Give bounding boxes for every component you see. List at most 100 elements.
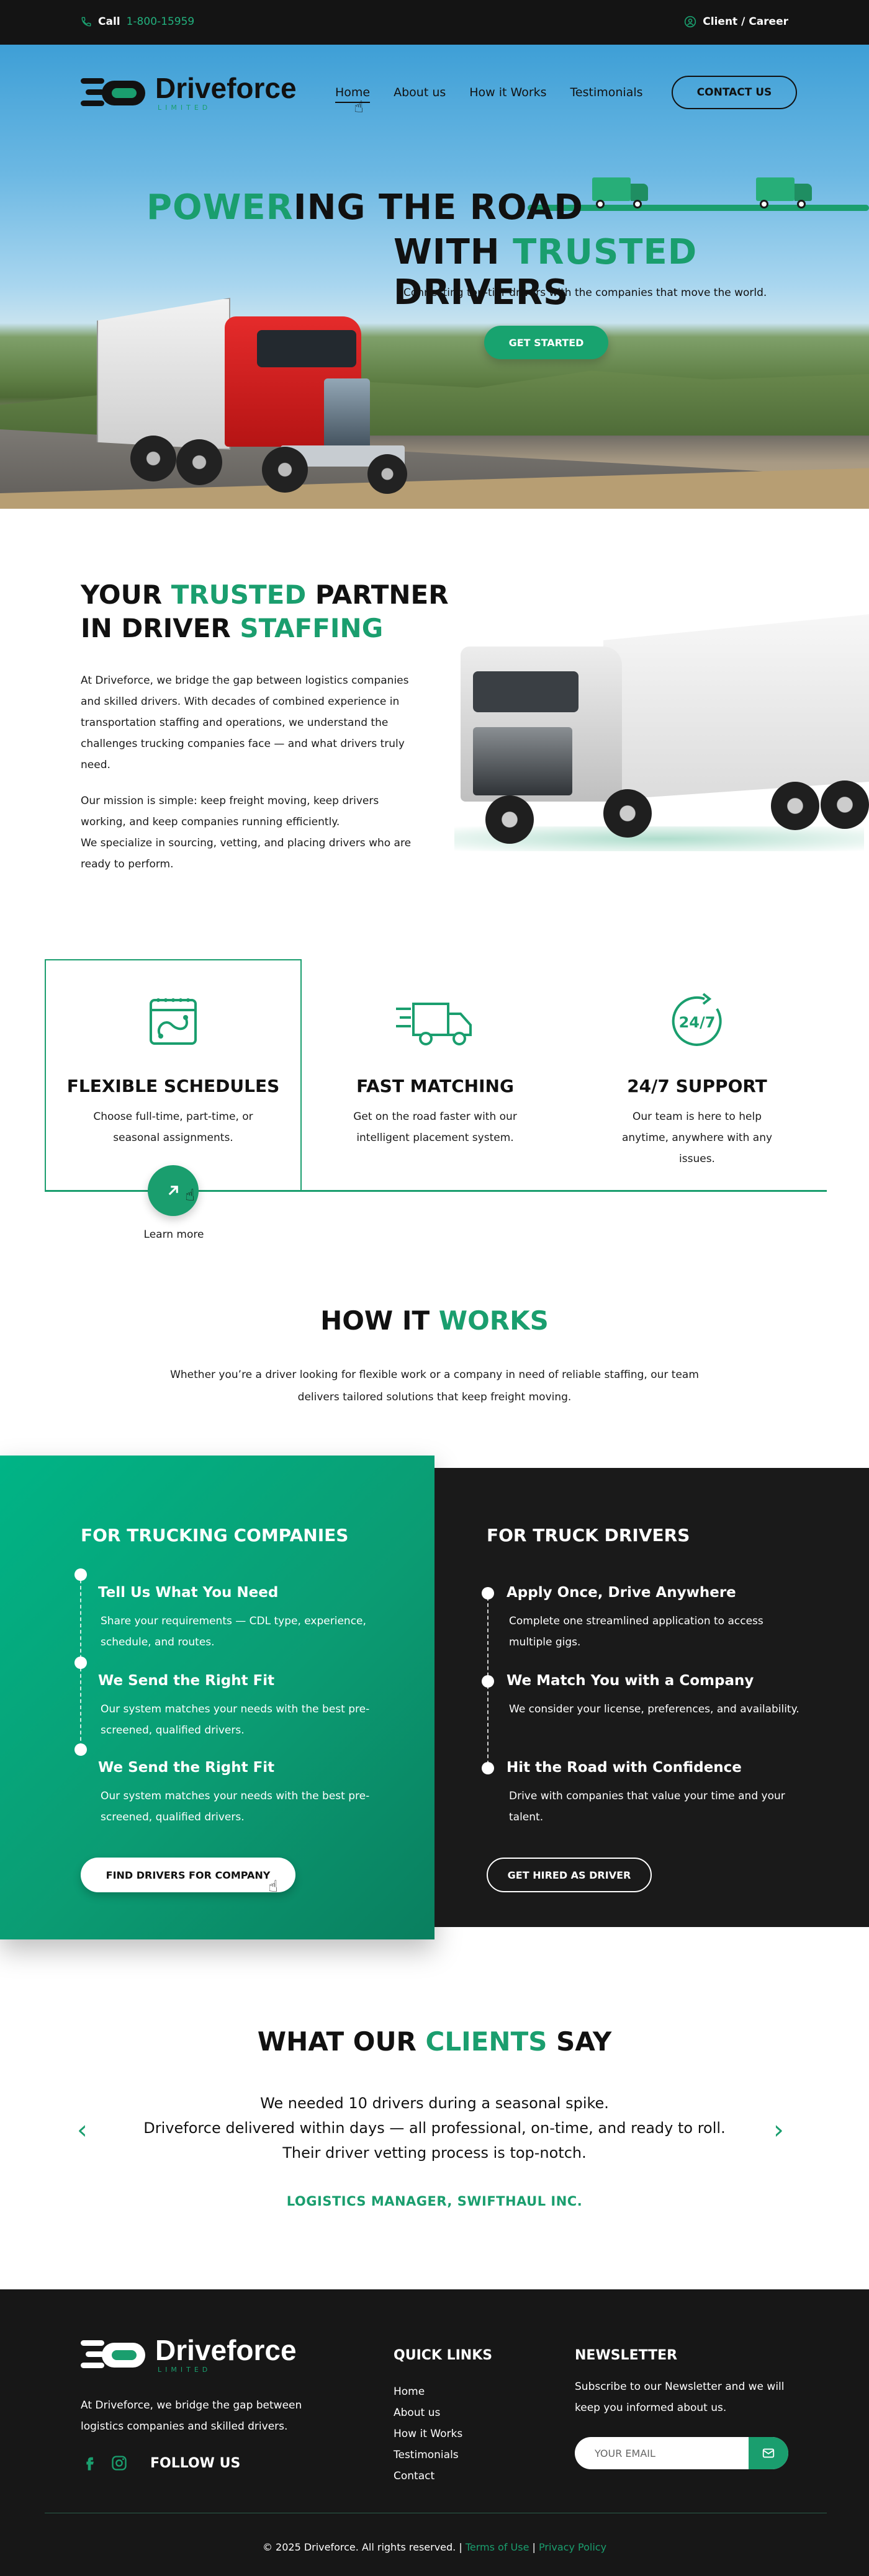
svg-text:24/7: 24/7 [679,1014,716,1031]
facebook-icon[interactable] [81,2454,98,2472]
drivers-step-desc: We consider your license, preferences, a… [509,1703,799,1715]
partner-title-part: PARTNER [306,579,449,610]
partner-title-part: YOUR [81,579,171,610]
drivers-step-title: Apply Once, Drive Anywhere [507,1585,736,1601]
footer-link-home[interactable]: Home [394,2386,425,2398]
nav-item-how-it-works[interactable]: How it Works [469,86,547,99]
learn-more-button[interactable] [148,1165,199,1216]
user-circle-icon [685,16,696,28]
nav-item-home[interactable]: Home [335,86,371,103]
partner-paragraph-3: We specialize in sourcing, vetting, and … [81,837,412,870]
call-info[interactable]: Call 1-800-15959 [81,16,194,28]
step-dot [482,1587,494,1599]
copyright: © 2025 Driveforce. All rights reserved. … [0,2541,869,2553]
privacy-link[interactable]: Privacy Policy [539,2541,607,2553]
brand-logo[interactable]: Driveforce LIMITED [81,73,297,112]
testimonials-title-part: SAY [547,2026,612,2057]
subscribe-button[interactable] [749,2437,788,2469]
hero-title-line-1: POWERING THE ROAD [146,187,583,228]
follow-us-label: FOLLOW US [150,2455,241,2471]
contact-us-button[interactable]: CONTACT US [672,76,797,109]
terms-link[interactable]: Terms of Use [465,2541,529,2553]
copyright-text: © 2025 Driveforce. All rights reserved. … [262,2541,466,2553]
hero-title-rest-1: ING THE ROAD [293,187,583,228]
logo-mark-icon [81,2335,148,2374]
partner-title-accent: STAFFING [240,613,384,643]
feature-desc: Our team is here to help anytime, anywhe… [621,1111,773,1165]
companies-step-desc: Share your requirements — CDL type, expe… [101,1615,366,1648]
nav-item-testimonials[interactable]: Testimonials [570,86,643,99]
feature-card-highlight [45,959,302,1191]
calendar-route-icon [150,998,197,1045]
find-drivers-button[interactable]: FIND DRIVERS FOR COMPANY [81,1858,295,1892]
newsletter-desc: Subscribe to our Newsletter and we will … [575,2381,785,2414]
quote-line: Their driver vetting process is top-notc… [282,2144,587,2162]
client-career-link[interactable]: Client / Career [684,16,788,28]
brand-tagline: LIMITED [158,103,212,112]
hand-cursor-icon: ☝ [185,1186,195,1205]
drivers-step-title: Hit the Road with Confidence [507,1760,742,1776]
drivers-step-desc: Complete one streamlined application to … [509,1615,763,1648]
feature-title: FAST MATCHING [356,1076,514,1096]
hero-title-accent-1: POWER [146,187,294,228]
footer-link-contact[interactable]: Contact [394,2470,435,2482]
envelope-icon [762,2448,775,2458]
hero-red-truck-image [94,298,422,509]
top-bar: Call 1-800-15959 Client / Career [0,0,869,45]
step-dot [74,1743,87,1756]
how-title-accent: WORKS [438,1305,549,1336]
main-nav: Home About us How it Works Testimonials [335,86,643,103]
how-it-works-subtitle: Whether you’re a driver looking for flex… [170,1369,699,1403]
quote-line: Driveforce delivered within days — all p… [143,2119,726,2137]
delivery-truck-icon [396,1003,472,1045]
hero-title-line-2: WITH TRUSTED DRIVERS [394,232,869,313]
companies-title: FOR TRUCKING COMPANIES [81,1525,349,1545]
companies-step-title: Tell Us What You Need [98,1585,279,1601]
get-hired-button[interactable]: GET HIRED AS DRIVER [487,1858,652,1892]
hero-section [0,45,869,509]
white-truck-image [448,603,869,876]
footer-link-about[interactable]: About us [394,2407,441,2419]
feature-fast-matching: FAST MATCHING Get on the road faster wit… [307,990,564,1148]
newsletter-title: NEWSLETTER [575,2348,678,2363]
mini-truck-icon [592,177,649,208]
testimonials-title-accent: CLIENTS [425,2026,547,2057]
site-footer: Driveforce LIMITED At Driveforce, we bri… [0,2289,869,2576]
testimonial-quote: We needed 10 drivers during a seasonal s… [124,2091,745,2165]
how-it-works-title: HOW IT WORKS [0,1305,869,1336]
newsletter-form [575,2437,788,2469]
step-dot [482,1675,494,1688]
chevron-right-icon[interactable]: › [773,2114,784,2145]
arrow-up-right-icon [168,1186,178,1196]
get-started-button[interactable]: GET STARTED [484,326,608,359]
partner-paragraph-2: Our mission is simple: keep freight movi… [81,795,379,828]
testimonials-title: WHAT OUR CLIENTS SAY [0,2026,869,2057]
client-career-label: Client / Career [703,16,788,28]
drivers-step-title: We Match You with a Company [507,1673,754,1689]
feature-support: 24/7 24/7 SUPPORT Our team is here to he… [569,990,826,1169]
how-title-part: HOW IT [320,1305,439,1336]
feature-title: FLEXIBLE SCHEDULES [66,1076,280,1096]
footer-link-testimonials[interactable]: Testimonials [394,2449,459,2461]
companies-step-title: We Send the Right Fit [98,1760,275,1776]
hero-title-accent-2: TRUSTED [513,232,698,272]
email-input[interactable] [575,2437,749,2469]
features-divider [45,1190,827,1192]
clock-24-7-icon: 24/7 [672,993,722,1046]
call-label: Call [98,16,120,28]
feature-title: 24/7 SUPPORT [627,1076,767,1096]
footer-logo[interactable]: Driveforce LIMITED [81,2335,297,2374]
copyright-separator: | [529,2541,539,2553]
phone-number[interactable]: 1-800-15959 [126,16,195,28]
nav-item-about[interactable]: About us [394,86,446,99]
companies-step-desc: Our system matches your needs with the b… [101,1790,370,1823]
companies-step-desc: Our system matches your needs with the b… [101,1703,370,1737]
brand-name: Driveforce [155,71,297,104]
learn-more-link[interactable]: Learn more [143,1228,204,1241]
footer-link-how-it-works[interactable]: How it Works [394,2428,463,2440]
quick-links-list: Home About us How it Works Testimonials … [394,2381,462,2487]
instagram-icon[interactable] [110,2454,128,2472]
chevron-left-icon[interactable]: ‹ [77,2114,88,2145]
hand-cursor-icon: ☝ [268,1877,278,1896]
companies-step-title: We Send the Right Fit [98,1673,275,1689]
